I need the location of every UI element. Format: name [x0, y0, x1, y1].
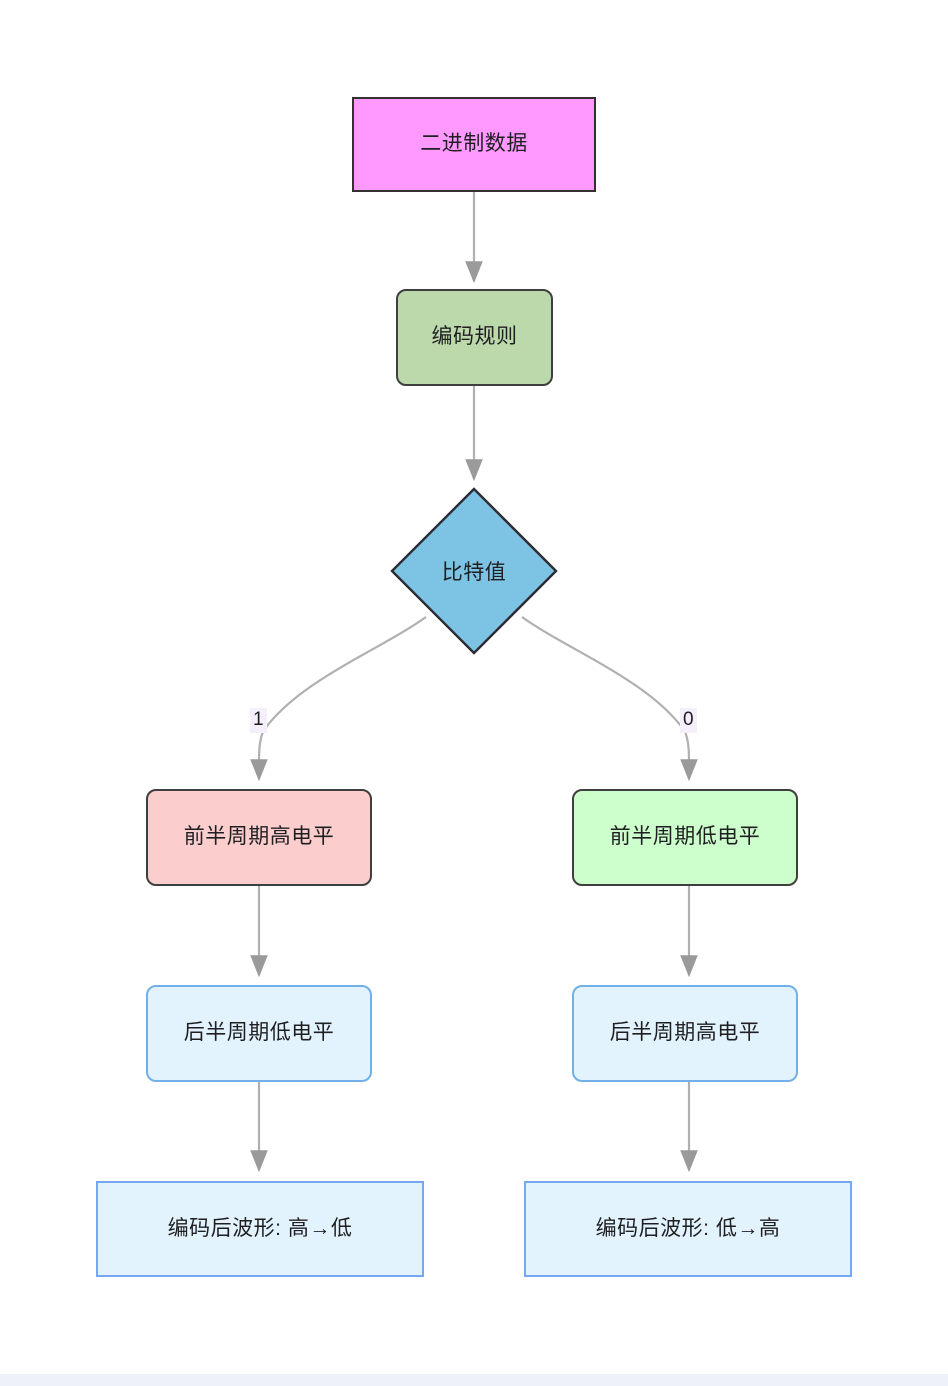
edge-label-branch-zero: 0	[680, 708, 697, 733]
diamond-shape	[390, 487, 558, 655]
node-waveform-high-to-low[interactable]: 编码后波形: 高→低	[96, 1181, 424, 1277]
node-first-half-low[interactable]: 前半周期低电平	[572, 789, 798, 886]
node-second-half-high[interactable]: 后半周期高电平	[572, 985, 798, 1082]
node-encoding-rule[interactable]: 编码规则	[396, 289, 553, 386]
node-first-half-high[interactable]: 前半周期高电平	[146, 789, 372, 886]
edge-label-branch-one: 1	[250, 708, 267, 733]
node-bit-value-label: 比特值	[441, 561, 507, 584]
node-waveform-low-to-high[interactable]: 编码后波形: 低→高	[524, 1181, 852, 1277]
node-binary-data[interactable]: 二进制数据	[352, 97, 596, 192]
node-bit-value[interactable]: 比特值	[390, 487, 558, 655]
node-second-half-low[interactable]: 后半周期低电平	[146, 985, 372, 1082]
